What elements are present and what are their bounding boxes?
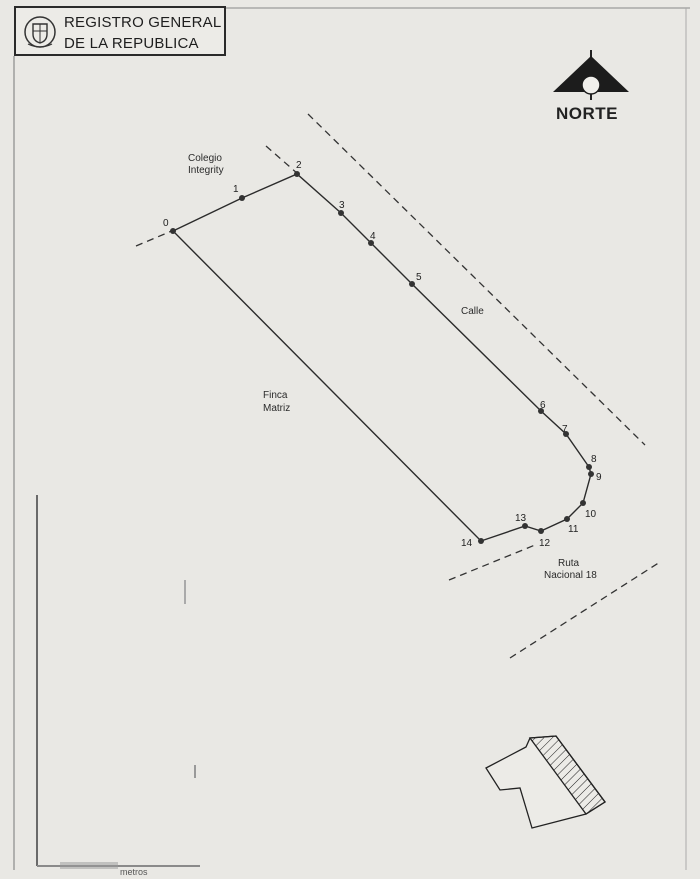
header-line-1: REGISTRO GENERAL <box>64 14 222 31</box>
vertex-labels: 0 1 2 3 4 5 6 7 8 9 10 11 12 13 14 <box>163 160 602 549</box>
north-label: NORTE <box>556 104 618 123</box>
vertex-label-1: 1 <box>233 184 239 195</box>
north-arrow-icon <box>553 50 629 100</box>
vertex-0 <box>170 228 176 234</box>
vertex-label-6: 6 <box>540 400 546 411</box>
vertex-markers <box>170 171 594 544</box>
vertex-label-8: 8 <box>591 454 597 465</box>
location-hatched-area <box>528 735 606 815</box>
label-finca-1: Finca <box>263 390 288 401</box>
header-line-2: DE LA REPUBLICA <box>64 35 199 52</box>
vertex-2 <box>294 171 300 177</box>
scale-bar-label: metros <box>120 867 148 877</box>
vertex-label-7: 7 <box>562 424 568 435</box>
vertex-10 <box>580 500 586 506</box>
boundary-extension-dashed-2 <box>265 145 299 175</box>
vertex-14 <box>478 538 484 544</box>
vertex-13 <box>522 523 528 529</box>
vertex-5 <box>409 281 415 287</box>
vertex-label-2: 2 <box>296 160 302 171</box>
vertex-label-4: 4 <box>370 231 376 242</box>
parcel-boundary <box>171 173 592 542</box>
registry-header: REGISTRO GENERAL DE LA REPUBLICA <box>14 6 226 56</box>
vertex-11 <box>564 516 570 522</box>
label-ruta-2: Nacional 18 <box>544 570 597 581</box>
location-sketch <box>485 735 606 829</box>
vertex-label-5: 5 <box>416 272 422 283</box>
label-calle: Calle <box>461 306 484 317</box>
vertex-label-14: 14 <box>461 538 473 549</box>
label-colegio-1: Colegio <box>188 153 222 164</box>
vertex-1 <box>239 195 245 201</box>
scale-bar: metros <box>36 495 200 877</box>
vertex-label-13: 13 <box>515 513 527 524</box>
boundary-extension-dashed-0 <box>135 229 175 247</box>
vertex-8 <box>586 464 592 470</box>
vertex-4 <box>368 240 374 246</box>
vertex-label-0: 0 <box>163 218 169 229</box>
vertex-label-9: 9 <box>596 472 602 483</box>
vertex-label-12: 12 <box>539 538 551 549</box>
vertex-6 <box>538 408 544 414</box>
label-ruta-1: Ruta <box>558 558 580 569</box>
coat-of-arms-icon <box>24 16 56 48</box>
vertex-12 <box>538 528 544 534</box>
vertex-9 <box>588 471 594 477</box>
ruta-boundary-dashed-2 <box>509 561 661 659</box>
vertex-7 <box>563 431 569 437</box>
label-finca-2: Matriz <box>263 403 290 414</box>
vertex-label-3: 3 <box>339 200 345 211</box>
vertex-3 <box>338 210 344 216</box>
label-colegio-2: Integrity <box>188 165 224 176</box>
ruta-boundary-dashed-1 <box>448 544 536 581</box>
vertex-label-11: 11 <box>568 524 579 535</box>
vertex-label-10: 10 <box>585 509 597 520</box>
calle-boundary-dashed <box>307 113 646 446</box>
